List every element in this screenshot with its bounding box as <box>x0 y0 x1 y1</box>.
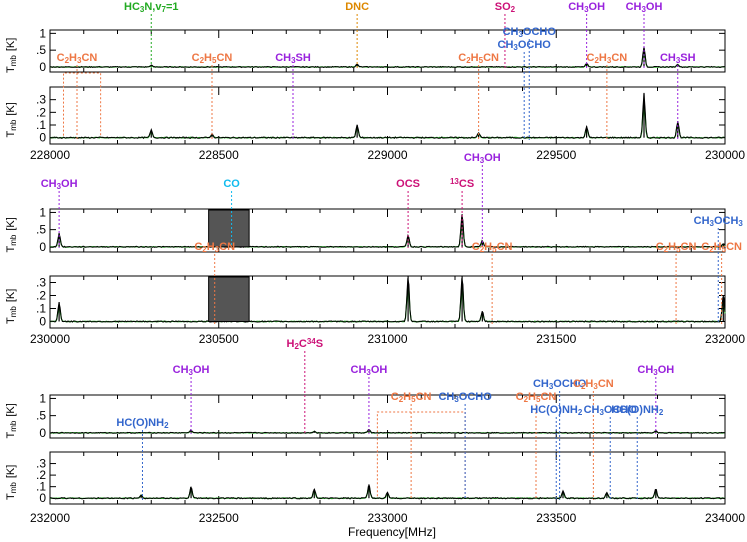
observed-spectrum <box>49 429 726 434</box>
species-label: CH3OCH3 <box>694 215 744 228</box>
x-tick-label: 228000 <box>30 148 70 162</box>
y-tick-label: .3 <box>36 276 46 290</box>
y-tick-label: 0 <box>39 426 46 440</box>
y-tick-label: 1 <box>39 391 46 405</box>
y-tick-label: 0 <box>39 240 46 254</box>
species-label: CH3OCHO <box>438 391 492 404</box>
observed-spectrum <box>49 214 726 248</box>
species-label: HC3N,v7=1 <box>124 1 178 14</box>
species-label: CH3OCHO <box>503 26 557 39</box>
species-label: C2H5CN <box>701 241 742 254</box>
x-tick-label: 232000 <box>705 332 745 346</box>
species-label: C2H5CN <box>656 241 697 254</box>
species-label: CH3OH <box>41 178 78 191</box>
observed-spectrum <box>49 47 726 69</box>
y-tick-label: .3 <box>36 93 46 107</box>
model-spectrum <box>49 220 726 248</box>
x-tick-label: 228500 <box>199 148 239 162</box>
line-bracket <box>376 411 466 497</box>
y-axis-label: Tmb[K] <box>5 217 18 252</box>
model-spectrum <box>49 284 726 323</box>
species-label: C2H5CN <box>516 391 557 404</box>
species-label: CO <box>223 178 240 190</box>
y-tick-label: 0 <box>39 60 46 74</box>
species-label: CH3OCHO <box>584 404 638 417</box>
x-tick-label: 231500 <box>536 332 576 346</box>
y-tick-label: .2 <box>36 468 46 482</box>
species-label: C2H5CN <box>391 391 432 404</box>
x-tick-label: 229500 <box>536 148 576 162</box>
y-axis-label: Tmb[K] <box>5 289 18 324</box>
x-tick-label: 234000 <box>705 511 745 525</box>
species-label: CH3OCHO <box>533 378 587 391</box>
species-label: C2H3CN <box>194 241 235 254</box>
y-tick-label: .5 <box>36 409 46 423</box>
species-label: C2H3CN <box>573 378 614 391</box>
species-label: C2H3CN <box>587 52 628 65</box>
species-label: CH3OH <box>173 364 210 377</box>
y-tick-label: .3 <box>36 457 46 471</box>
x-tick-label: 230000 <box>30 332 70 346</box>
species-label: HC(O)NH2 <box>530 404 583 417</box>
x-tick-label: 229000 <box>367 148 407 162</box>
y-axis-label: Tmb[K] <box>5 403 18 438</box>
y-tick-label: .1 <box>36 302 46 316</box>
saturated-co-emission <box>208 209 250 248</box>
y-tick-label: 1 <box>39 26 46 40</box>
x-tick-label: 230000 <box>705 148 745 162</box>
x-tick-label: 233500 <box>536 511 576 525</box>
x-tick-label: 232000 <box>30 511 70 525</box>
y-tick-label: 0 <box>39 491 46 505</box>
saturated-co-emission <box>208 276 250 322</box>
y-tick-label: 1 <box>39 205 46 219</box>
y-tick-label: 0 <box>39 315 46 329</box>
line-bracket <box>63 72 102 136</box>
y-tick-label: .2 <box>36 289 46 303</box>
species-label: C2H3CN <box>57 52 98 65</box>
species-label: CH3OCHO <box>498 39 552 52</box>
species-label: CH3SH <box>275 52 311 65</box>
x-tick-label: 230500 <box>199 332 239 346</box>
species-label: CH3OH <box>351 364 388 377</box>
species-label: C2H5CN <box>192 52 233 65</box>
y-tick-label: .2 <box>36 105 46 119</box>
y-axis-label: Tmb[K] <box>5 465 18 500</box>
species-label: 13CS <box>450 177 474 190</box>
x-tick-label: 233000 <box>367 511 407 525</box>
species-label: C2H5CN <box>472 241 513 254</box>
observed-spectrum <box>49 92 726 140</box>
y-tick-label: .5 <box>36 43 46 57</box>
species-label: HC(O)NH2 <box>611 404 664 417</box>
species-label: H2C34S <box>287 337 324 352</box>
species-label: CH3SH <box>660 52 696 65</box>
species-label: CH3OH <box>568 1 605 14</box>
y-tick-label: .5 <box>36 223 46 237</box>
observed-spectrum <box>49 278 726 323</box>
species-label: CH3OH <box>464 152 501 165</box>
x-axis-label: Frequency[MHz] <box>348 525 436 539</box>
species-label: OCS <box>396 178 420 190</box>
x-tick-label: 231000 <box>367 332 407 346</box>
species-label: DNC <box>345 1 369 13</box>
observed-spectrum <box>50 485 726 500</box>
species-label: CH3OH <box>637 364 674 377</box>
y-tick-label: 0 <box>39 131 46 145</box>
y-axis-label: Tmb[K] <box>5 102 18 137</box>
species-label: HC(O)NH2 <box>116 417 169 430</box>
y-tick-label: .1 <box>36 480 46 494</box>
x-tick-label: 232500 <box>199 511 239 525</box>
species-label: C2H5CN <box>458 52 499 65</box>
y-axis-label: Tmb[K] <box>5 38 18 73</box>
species-label: CH3OH <box>626 1 663 14</box>
y-tick-label: .1 <box>36 118 46 132</box>
species-label: SO2 <box>495 1 516 14</box>
